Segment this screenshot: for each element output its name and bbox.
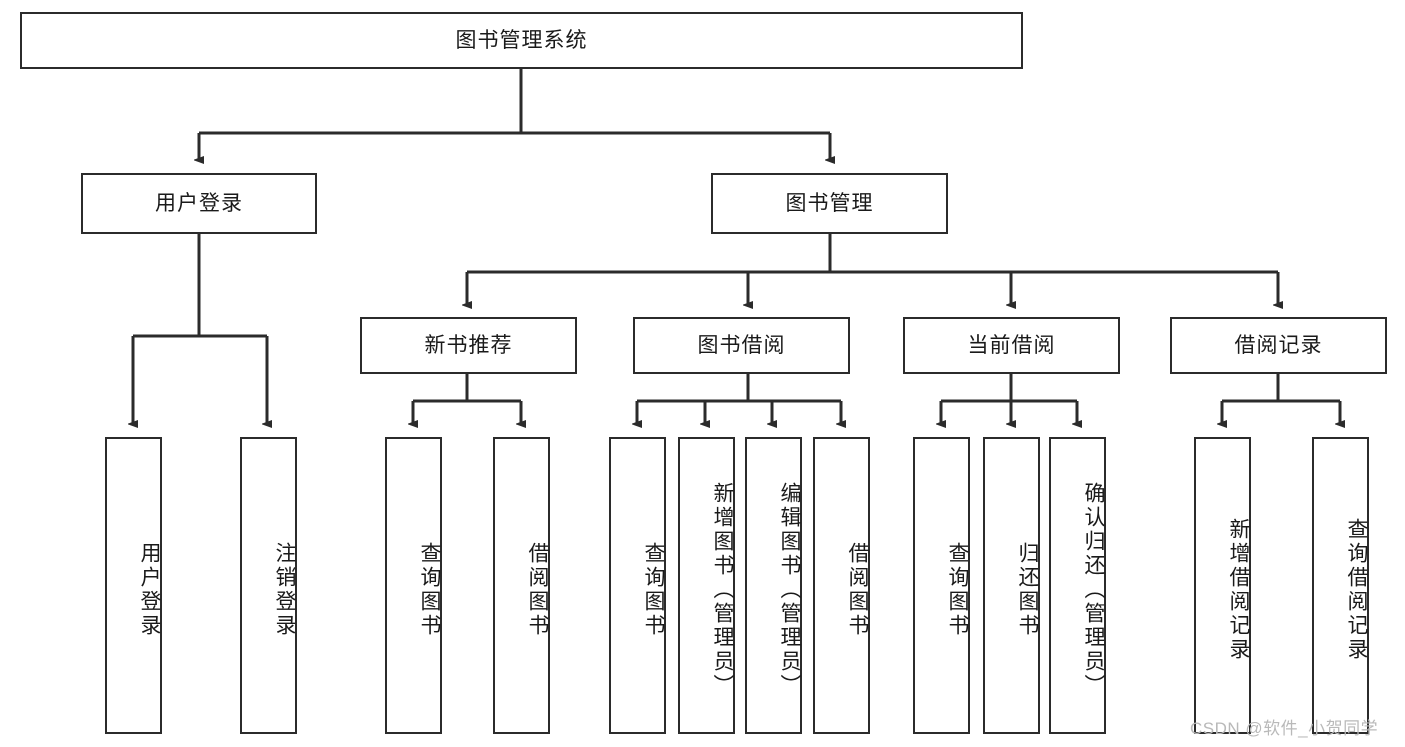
leaf-recommend-query-book[interactable]: 查询图书 <box>385 437 442 734</box>
node-label: 图书管理系统 <box>455 28 588 52</box>
node-label: 查询借阅记录 <box>1345 517 1368 662</box>
leaf-user-login-logout[interactable]: 注销登录 <box>240 437 297 734</box>
node-label: 注销登录 <box>273 541 296 638</box>
node-label: 新书推荐 <box>424 333 513 357</box>
node-label: 新增借阅记录 <box>1227 517 1250 662</box>
node-borrow-record[interactable]: 借阅记录 <box>1170 317 1387 374</box>
node-root-system[interactable]: 图书管理系统 <box>20 12 1023 69</box>
node-book-management[interactable]: 图书管理 <box>711 173 948 234</box>
leaf-borrow-edit-book[interactable]: 编辑图书（管理员） <box>745 437 802 734</box>
node-new-book-recommend[interactable]: 新书推荐 <box>360 317 577 374</box>
node-current-borrow[interactable]: 当前借阅 <box>903 317 1120 374</box>
leaf-current-query-book[interactable]: 查询图书 <box>913 437 970 734</box>
leaf-recommend-borrow-book[interactable]: 借阅图书 <box>493 437 550 734</box>
leaf-borrow-lend-book[interactable]: 借阅图书 <box>813 437 870 734</box>
csdn-watermark: CSDN @软件_小贺同学 <box>1190 719 1379 738</box>
node-book-borrow[interactable]: 图书借阅 <box>633 317 850 374</box>
node-label: 图书借阅 <box>697 333 786 357</box>
node-label: 借阅图书 <box>526 541 549 638</box>
leaf-borrow-add-book[interactable]: 新增图书（管理员） <box>678 437 735 734</box>
node-label: 用户登录 <box>155 191 243 215</box>
node-label: 图书管理 <box>785 191 874 215</box>
leaf-user-login-login[interactable]: 用户登录 <box>105 437 162 734</box>
leaf-record-add-record[interactable]: 新增借阅记录 <box>1194 437 1251 734</box>
node-label: 编辑图书（管理员） <box>778 481 801 698</box>
node-label: 归还图书 <box>1016 541 1039 638</box>
node-label: 用户登录 <box>138 541 161 638</box>
node-label: 确认归还（管理员） <box>1082 481 1105 698</box>
node-label: 当前借阅 <box>967 333 1056 357</box>
leaf-current-return-book[interactable]: 归还图书 <box>983 437 1040 734</box>
leaf-record-query-record[interactable]: 查询借阅记录 <box>1312 437 1369 734</box>
node-label: 借阅图书 <box>846 541 869 638</box>
leaf-current-confirm-return[interactable]: 确认归还（管理员） <box>1049 437 1106 734</box>
node-label: 查询图书 <box>946 541 969 638</box>
node-label: 查询图书 <box>642 541 665 638</box>
node-label: 查询图书 <box>418 541 441 638</box>
node-label: 新增图书（管理员） <box>711 481 734 698</box>
node-user-login[interactable]: 用户登录 <box>81 173 317 234</box>
node-label: 借阅记录 <box>1234 333 1323 357</box>
leaf-borrow-query-book[interactable]: 查询图书 <box>609 437 666 734</box>
